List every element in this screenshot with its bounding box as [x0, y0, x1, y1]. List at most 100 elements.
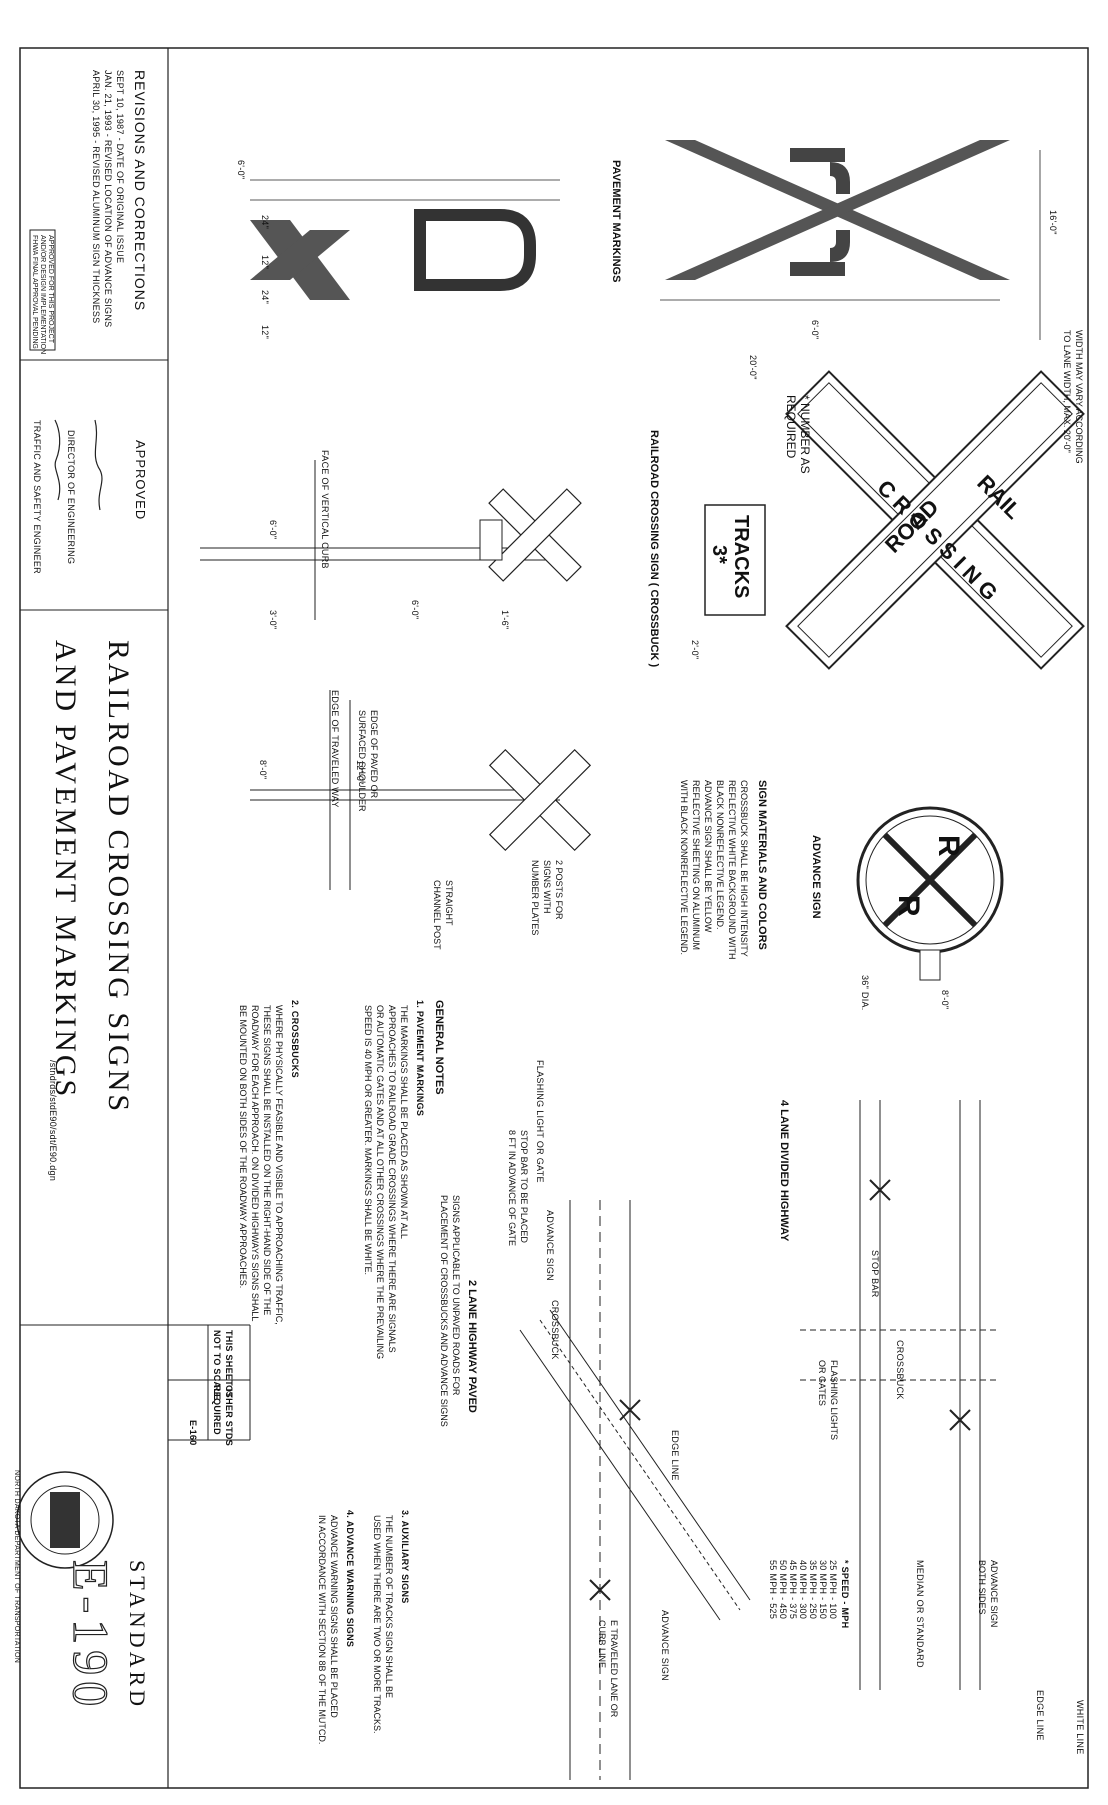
edge-traveled-label: EDGE OF TRAVELED WAY — [330, 690, 340, 808]
two-lane-label: E TRAVELED LANE OR CURB LINE — [597, 1620, 619, 1718]
signature-2 — [94, 419, 103, 511]
four-lane-label: ADVANCE SIGN BOTH SIDES — [977, 1560, 999, 1628]
tracks-plate-word: TRACKS — [730, 515, 752, 599]
file-path: /stndrds/stdE90/sdt/E90.dgn — [48, 1060, 58, 1182]
other-stds-value: E-160 — [188, 1420, 198, 1446]
note-2-title: 2. CROSSBUCKS — [290, 1000, 300, 1078]
dim-label: 6'-0" — [268, 520, 278, 540]
dim-label: 6'-0" — [410, 600, 420, 620]
note-4-title: 4. ADVANCE WARNING SIGNS — [345, 1510, 355, 1648]
revision-line: APRIL 30, 1995 - REVISED ALUMINUM SIGN T… — [91, 70, 101, 324]
number-note: * NUMBER AS REQUIRED — [784, 395, 812, 474]
two-lane-highway-plan — [519, 1200, 751, 1780]
speed-row: 30 MPH - 150 — [818, 1560, 828, 1620]
note-1-body: THE MARKINGS SHALL BE PLACED AS SHOWN AT… — [363, 1005, 409, 1360]
sheet-border — [19, 47, 1089, 1789]
two-lane-label: EDGE LINE — [670, 1430, 680, 1481]
standard-number: E-190 — [62, 1559, 119, 1713]
advance-sign-heading: ADVANCE SIGN — [810, 835, 822, 919]
dim-label: 12" — [260, 325, 270, 340]
revision-line: JAN. 21, 1993 - REVISED LOCATION OF ADVA… — [103, 70, 113, 328]
speed-row: 40 MPH - 300 — [798, 1560, 808, 1620]
speed-row: 45 MPH - 375 — [788, 1560, 798, 1620]
other-stds-label: OTHER STDS REQUIRED — [212, 1385, 234, 1447]
two-lane-label: ADVANCE SIGN — [660, 1610, 670, 1681]
note-4-body: ADVANCE WARNING SIGNS SHALL BE PLACED IN… — [317, 1515, 339, 1745]
pavement-r-detail — [250, 179, 560, 300]
revision-line: SEPT 10, 1987 - DATE OF ORIGINAL ISSUE — [115, 70, 125, 264]
standard-label: STANDARD — [125, 1560, 150, 1711]
speed-row: 35 MPH - 250 — [808, 1560, 818, 1620]
two-lane-heading: 2 LANE HIGHWAY PAVED — [466, 1280, 478, 1413]
speed-row: 50 MPH - 450 — [778, 1560, 788, 1620]
dim-label: 6'-0" — [810, 320, 820, 340]
dim-label: 12'-0" — [355, 760, 365, 785]
four-lane-label: FLASHING LIGHTS OR GATES — [817, 1360, 839, 1441]
post-note: 2 POSTS FOR SIGNS WITH NUMBER PLATES — [530, 860, 564, 936]
materials-text: CROSSBUCK SHALL BE HIGH INTENSITY REFLEC… — [679, 780, 749, 960]
speed-row: 25 MPH - 100 — [828, 1560, 838, 1620]
two-lane-subheading: SIGNS APPLICABLE TO UNPAVED ROADS FOR PL… — [439, 1195, 461, 1427]
channel-post-label: STRAIGHT CHANNEL POST — [432, 880, 454, 950]
pavement-x-marking — [665, 140, 1010, 280]
speed-table-title: * SPEED - MPH — [840, 1560, 850, 1629]
speed-row: 55 MPH - 525 — [768, 1560, 778, 1620]
crossbuck-shoulder-installation — [250, 690, 592, 890]
note-2-body: WHERE PHYSICALLY FEASIBLE AND VISIBLE TO… — [238, 1005, 284, 1325]
signature-1 — [54, 419, 61, 501]
crossbuck-heading: RAILROAD CROSSING SIGN ( CROSSBUCK ) — [648, 430, 660, 668]
two-lane-label: ADVANCE SIGN — [545, 1210, 555, 1281]
advance-sign-letter: R — [932, 835, 965, 857]
seal-text: NORTH DAKOTA DEPARTMENT OF TRANSPORTATIO… — [13, 1470, 20, 1664]
width-note: WIDTH MAY VARY ACCORDING TO LANE WIDTH, … — [1062, 330, 1084, 464]
four-lane-divided-highway-plan — [800, 1100, 1000, 1690]
crossbuck-sign — [785, 370, 1085, 670]
crossbuck-installation — [200, 460, 582, 620]
tracks-plate — [704, 504, 766, 616]
dim-label: 6'-0" — [236, 160, 246, 180]
note-1-title: 1. PAVEMENT MARKINGS — [415, 1000, 425, 1117]
dim-label: 3'-0" — [268, 610, 278, 630]
materials-heading: SIGN MATERIALS AND COLORS — [756, 780, 768, 950]
two-lane-label: CROSSBUCK — [550, 1300, 560, 1360]
approved-heading: APPROVED — [133, 440, 148, 521]
title-line-2: AND PAVEMENT MARKINGS — [49, 640, 82, 1100]
nddot-seal — [16, 1471, 114, 1569]
dim-label: 8'-0" — [940, 990, 950, 1010]
two-lane-label: STOP BAR TO BE PLACED 8 FT IN ADVANCE OF… — [507, 1130, 529, 1247]
four-lane-label: WHITE LINE — [1075, 1700, 1085, 1755]
signer-1-title: DIRECTOR OF ENGINEERING — [66, 430, 76, 565]
dim-label: 36" DIA. — [860, 975, 870, 1011]
general-notes-heading: GENERAL NOTES — [433, 1000, 445, 1095]
dim-label: 12" — [260, 255, 270, 270]
revisions-heading: REVISIONS AND CORRECTIONS — [132, 70, 148, 312]
pavement-r-marking-2 — [790, 230, 850, 276]
approval-stamp-box — [29, 229, 56, 351]
pavement-markings-heading: PAVEMENT MARKINGS — [610, 160, 622, 283]
title-line-1: RAILROAD CROSSING SIGNS — [102, 640, 135, 1115]
advance-sign-letter: R — [892, 895, 925, 917]
approval-stamp: APPROVED FOR THIS PROJECT AND/OR DESIGN … — [31, 235, 54, 355]
four-lane-heading: 4 LANE DIVIDED HIGHWAY — [778, 1100, 790, 1242]
advance-sign-circle — [856, 806, 1004, 981]
note-3-title: 3. AUXILIARY SIGNS — [400, 1510, 410, 1604]
signer-2-title: TRAFFIC AND SAFETY ENGINEER — [32, 420, 42, 574]
tracks-plate-number: 3* — [708, 545, 730, 564]
four-lane-label: EDGE LINE — [1035, 1690, 1045, 1741]
four-lane-label: STOP BAR — [870, 1250, 880, 1298]
four-lane-label: CROSSBUCK — [895, 1340, 905, 1400]
dim-label: 1'-6" — [500, 610, 510, 630]
pavement-r-marking-1 — [790, 148, 850, 194]
dim-label: 16'-0" — [1048, 210, 1058, 235]
four-lane-label: MEDIAN OR STANDARD — [915, 1560, 925, 1668]
dim-label: 8'-0" — [258, 760, 268, 780]
face-of-curb-label: FACE OF VERTICAL CURB — [320, 450, 330, 569]
dim-label: 24" — [260, 290, 270, 305]
dim-label: 2'-0" — [690, 640, 700, 660]
note-3-body: THE NUMBER OF TRACKS SIGN SHALL BE USED … — [372, 1515, 394, 1734]
dim-label: 20'-0" — [748, 355, 758, 380]
two-lane-label: FLASHING LIGHT OR GATE — [535, 1060, 545, 1183]
dim-label: 24" — [260, 215, 270, 230]
